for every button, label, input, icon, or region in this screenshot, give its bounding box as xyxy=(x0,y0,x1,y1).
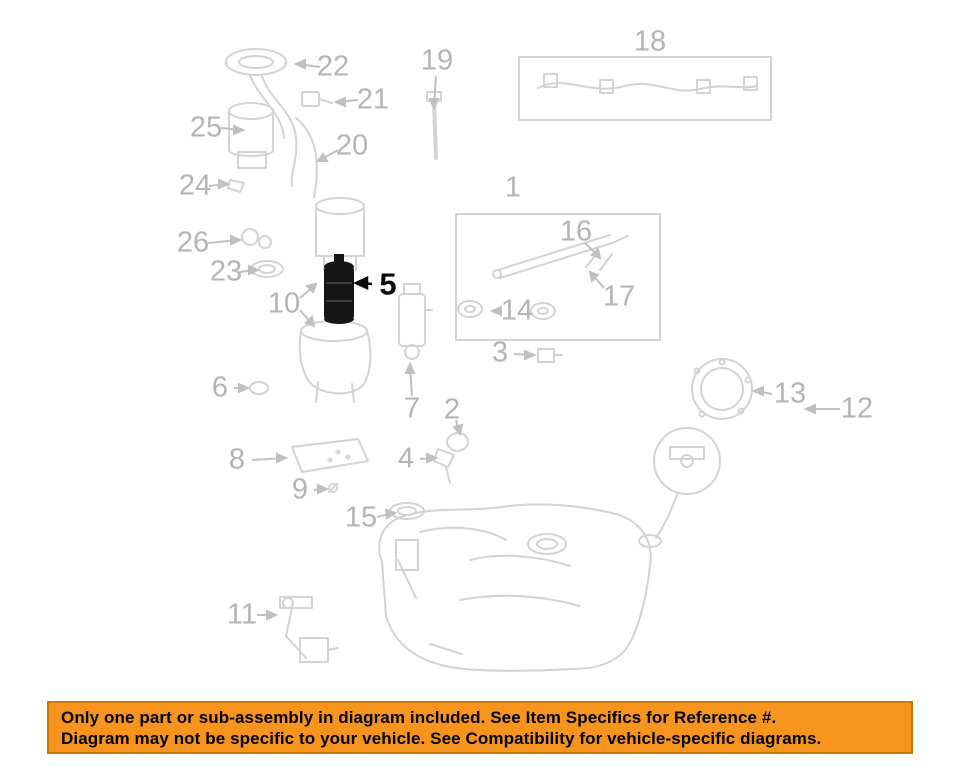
callout-23: 23 xyxy=(209,255,243,288)
callout-9: 9 xyxy=(291,473,309,506)
disclaimer-banner: Only one part or sub-assembly in diagram… xyxy=(47,701,913,754)
grommet-art-26 xyxy=(241,228,272,249)
callout-3: 3 xyxy=(491,336,509,369)
callout-7: 7 xyxy=(403,392,421,425)
part-art-2 xyxy=(446,432,469,452)
callout-19: 19 xyxy=(420,44,454,77)
fuel-cap-art xyxy=(225,48,287,76)
leader-arrows xyxy=(207,58,840,621)
callout-24: 24 xyxy=(178,169,212,202)
screw-art-9 xyxy=(328,483,338,493)
callout-16: 16 xyxy=(559,215,593,248)
callout-20: 20 xyxy=(335,129,369,162)
fuel-sender-art-11 xyxy=(279,596,339,663)
callout-11: 11 xyxy=(226,598,258,631)
callout-10: 10 xyxy=(267,287,301,320)
callout-26: 26 xyxy=(176,226,210,259)
tube-assembly-box-1 xyxy=(455,213,661,341)
callout-15: 15 xyxy=(344,501,378,534)
callout-14: 14 xyxy=(500,294,534,327)
callout-8: 8 xyxy=(228,443,246,476)
callout-12: 12 xyxy=(840,392,874,425)
callout-6: 6 xyxy=(211,371,229,404)
highlight-arrow xyxy=(352,276,373,290)
part-art-3 xyxy=(537,348,563,363)
lock-ring-art-13 xyxy=(691,358,753,420)
callout-17: 17 xyxy=(602,280,636,313)
parts-diagram: 22 21 25 24 20 19 18 1 26 23 16 10 14 17… xyxy=(176,25,874,672)
valve-art-4 xyxy=(433,448,455,484)
callout-5-highlighted: 5 xyxy=(379,266,397,302)
parts-diagram-art xyxy=(207,48,840,672)
callout-4: 4 xyxy=(397,442,415,475)
callout-13: 13 xyxy=(773,377,807,410)
fuel-tank-art xyxy=(378,503,652,672)
callout-2: 2 xyxy=(443,393,461,426)
shield-art-8 xyxy=(291,438,369,473)
disclaimer-line-2: Diagram may not be specific to your vehi… xyxy=(61,728,822,748)
clip-art-24 xyxy=(227,179,245,193)
part-art-7 xyxy=(398,283,433,360)
tube-art-20 xyxy=(295,117,318,199)
ring-art-15 xyxy=(389,502,425,520)
part-art-21 xyxy=(301,91,333,107)
callout-25: 25 xyxy=(189,111,223,144)
callout-21: 21 xyxy=(356,83,390,116)
callout-22: 22 xyxy=(316,50,350,83)
grommet-art-6 xyxy=(249,381,269,395)
sending-unit-art-12 xyxy=(638,427,721,548)
callout-18: 18 xyxy=(633,25,667,58)
highlighted-part-fuel-filter xyxy=(324,254,354,324)
hose-assembly-box-18 xyxy=(518,56,772,121)
fuel-pump-art-25 xyxy=(228,102,274,169)
callout-1: 1 xyxy=(504,171,522,204)
disclaimer-line-1: Only one part or sub-assembly in diagram… xyxy=(61,707,777,727)
